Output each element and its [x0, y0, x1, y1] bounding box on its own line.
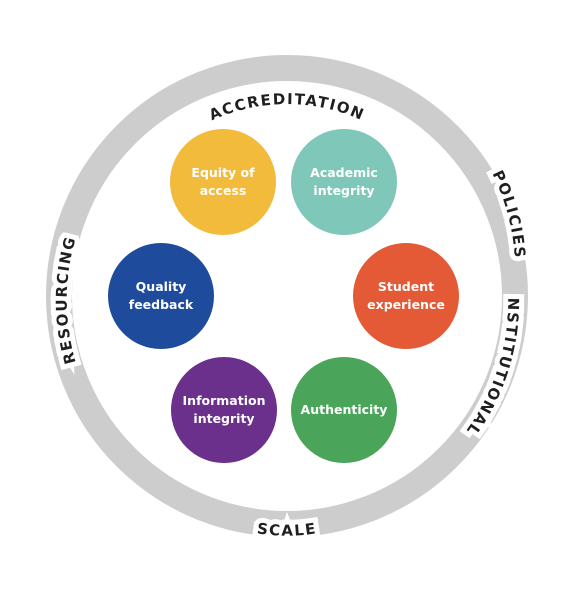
node-equity-circle	[170, 129, 276, 235]
node-equity-label-line2: access	[200, 183, 247, 198]
node-quality-feedback: Quality feedback	[108, 243, 214, 349]
node-academic-label-line1: Academic	[310, 165, 378, 180]
node-authenticity-circle	[291, 357, 397, 463]
node-student-circle	[353, 243, 459, 349]
node-student-experience: Student experience	[353, 243, 459, 349]
node-student-label-line1: Student	[378, 279, 434, 294]
ring-label-scale: SCALE	[256, 519, 318, 539]
node-quality-label-line1: Quality	[136, 279, 187, 294]
node-academic-label-line2: integrity	[313, 183, 374, 198]
node-academic-circle	[291, 129, 397, 235]
node-equity-of-access: Equity of access	[170, 129, 276, 235]
node-authenticity-label-line1: Authenticity	[301, 402, 388, 417]
node-information-integrity: Information integrity	[171, 357, 277, 463]
node-academic-integrity: Academic integrity	[291, 129, 397, 235]
node-equity-label-line1: Equity of	[191, 165, 255, 180]
node-quality-label-line2: feedback	[129, 297, 194, 312]
outer-ring	[46, 55, 528, 537]
ring-label-accreditation: ACCREDITATION	[206, 90, 367, 124]
node-information-label-line1: Information	[183, 393, 266, 408]
node-information-label-line2: integrity	[193, 411, 254, 426]
node-quality-circle	[108, 243, 214, 349]
node-student-label-line2: experience	[367, 297, 445, 312]
node-authenticity: Authenticity	[291, 357, 397, 463]
node-information-circle	[171, 357, 277, 463]
